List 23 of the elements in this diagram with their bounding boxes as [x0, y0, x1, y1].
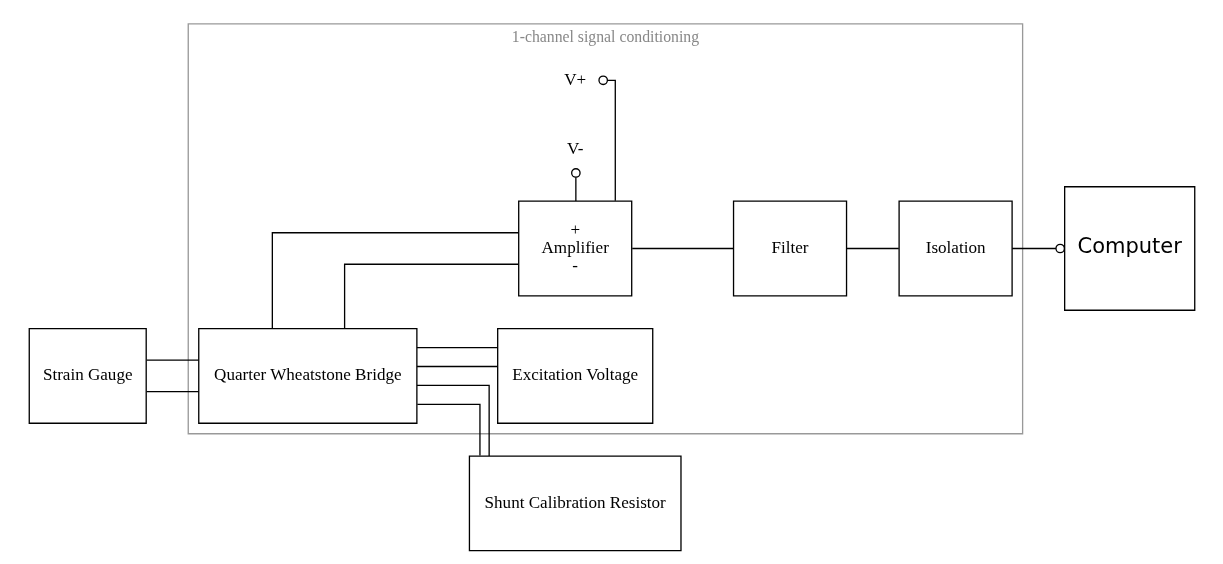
- connector: [845, 247, 899, 250]
- node-box: Quarter Wheatstone Bridge: [197, 328, 418, 424]
- connector: [631, 247, 734, 250]
- connector: [416, 403, 481, 457]
- connector: [343, 263, 519, 330]
- node-box: Isolation: [897, 200, 1013, 297]
- node-box: + Amplifier -: [517, 200, 632, 297]
- node-text: V+: [563, 69, 586, 89]
- node-box: Excitation Voltage: [496, 328, 653, 424]
- connector: [415, 384, 490, 457]
- node-box: Filter: [732, 200, 847, 297]
- node-box: Computer: [1063, 186, 1195, 311]
- node-box: Strain Gauge: [28, 328, 147, 424]
- connector: [145, 359, 199, 361]
- connector: [570, 168, 581, 202]
- connector: [271, 232, 519, 329]
- connector: [145, 391, 199, 393]
- node-box: Shunt Calibration Resistor: [468, 455, 682, 552]
- connector: [597, 75, 616, 202]
- node-text: V-: [566, 139, 583, 159]
- connector: [415, 365, 498, 368]
- connector: [1010, 243, 1065, 254]
- connector: [415, 346, 498, 349]
